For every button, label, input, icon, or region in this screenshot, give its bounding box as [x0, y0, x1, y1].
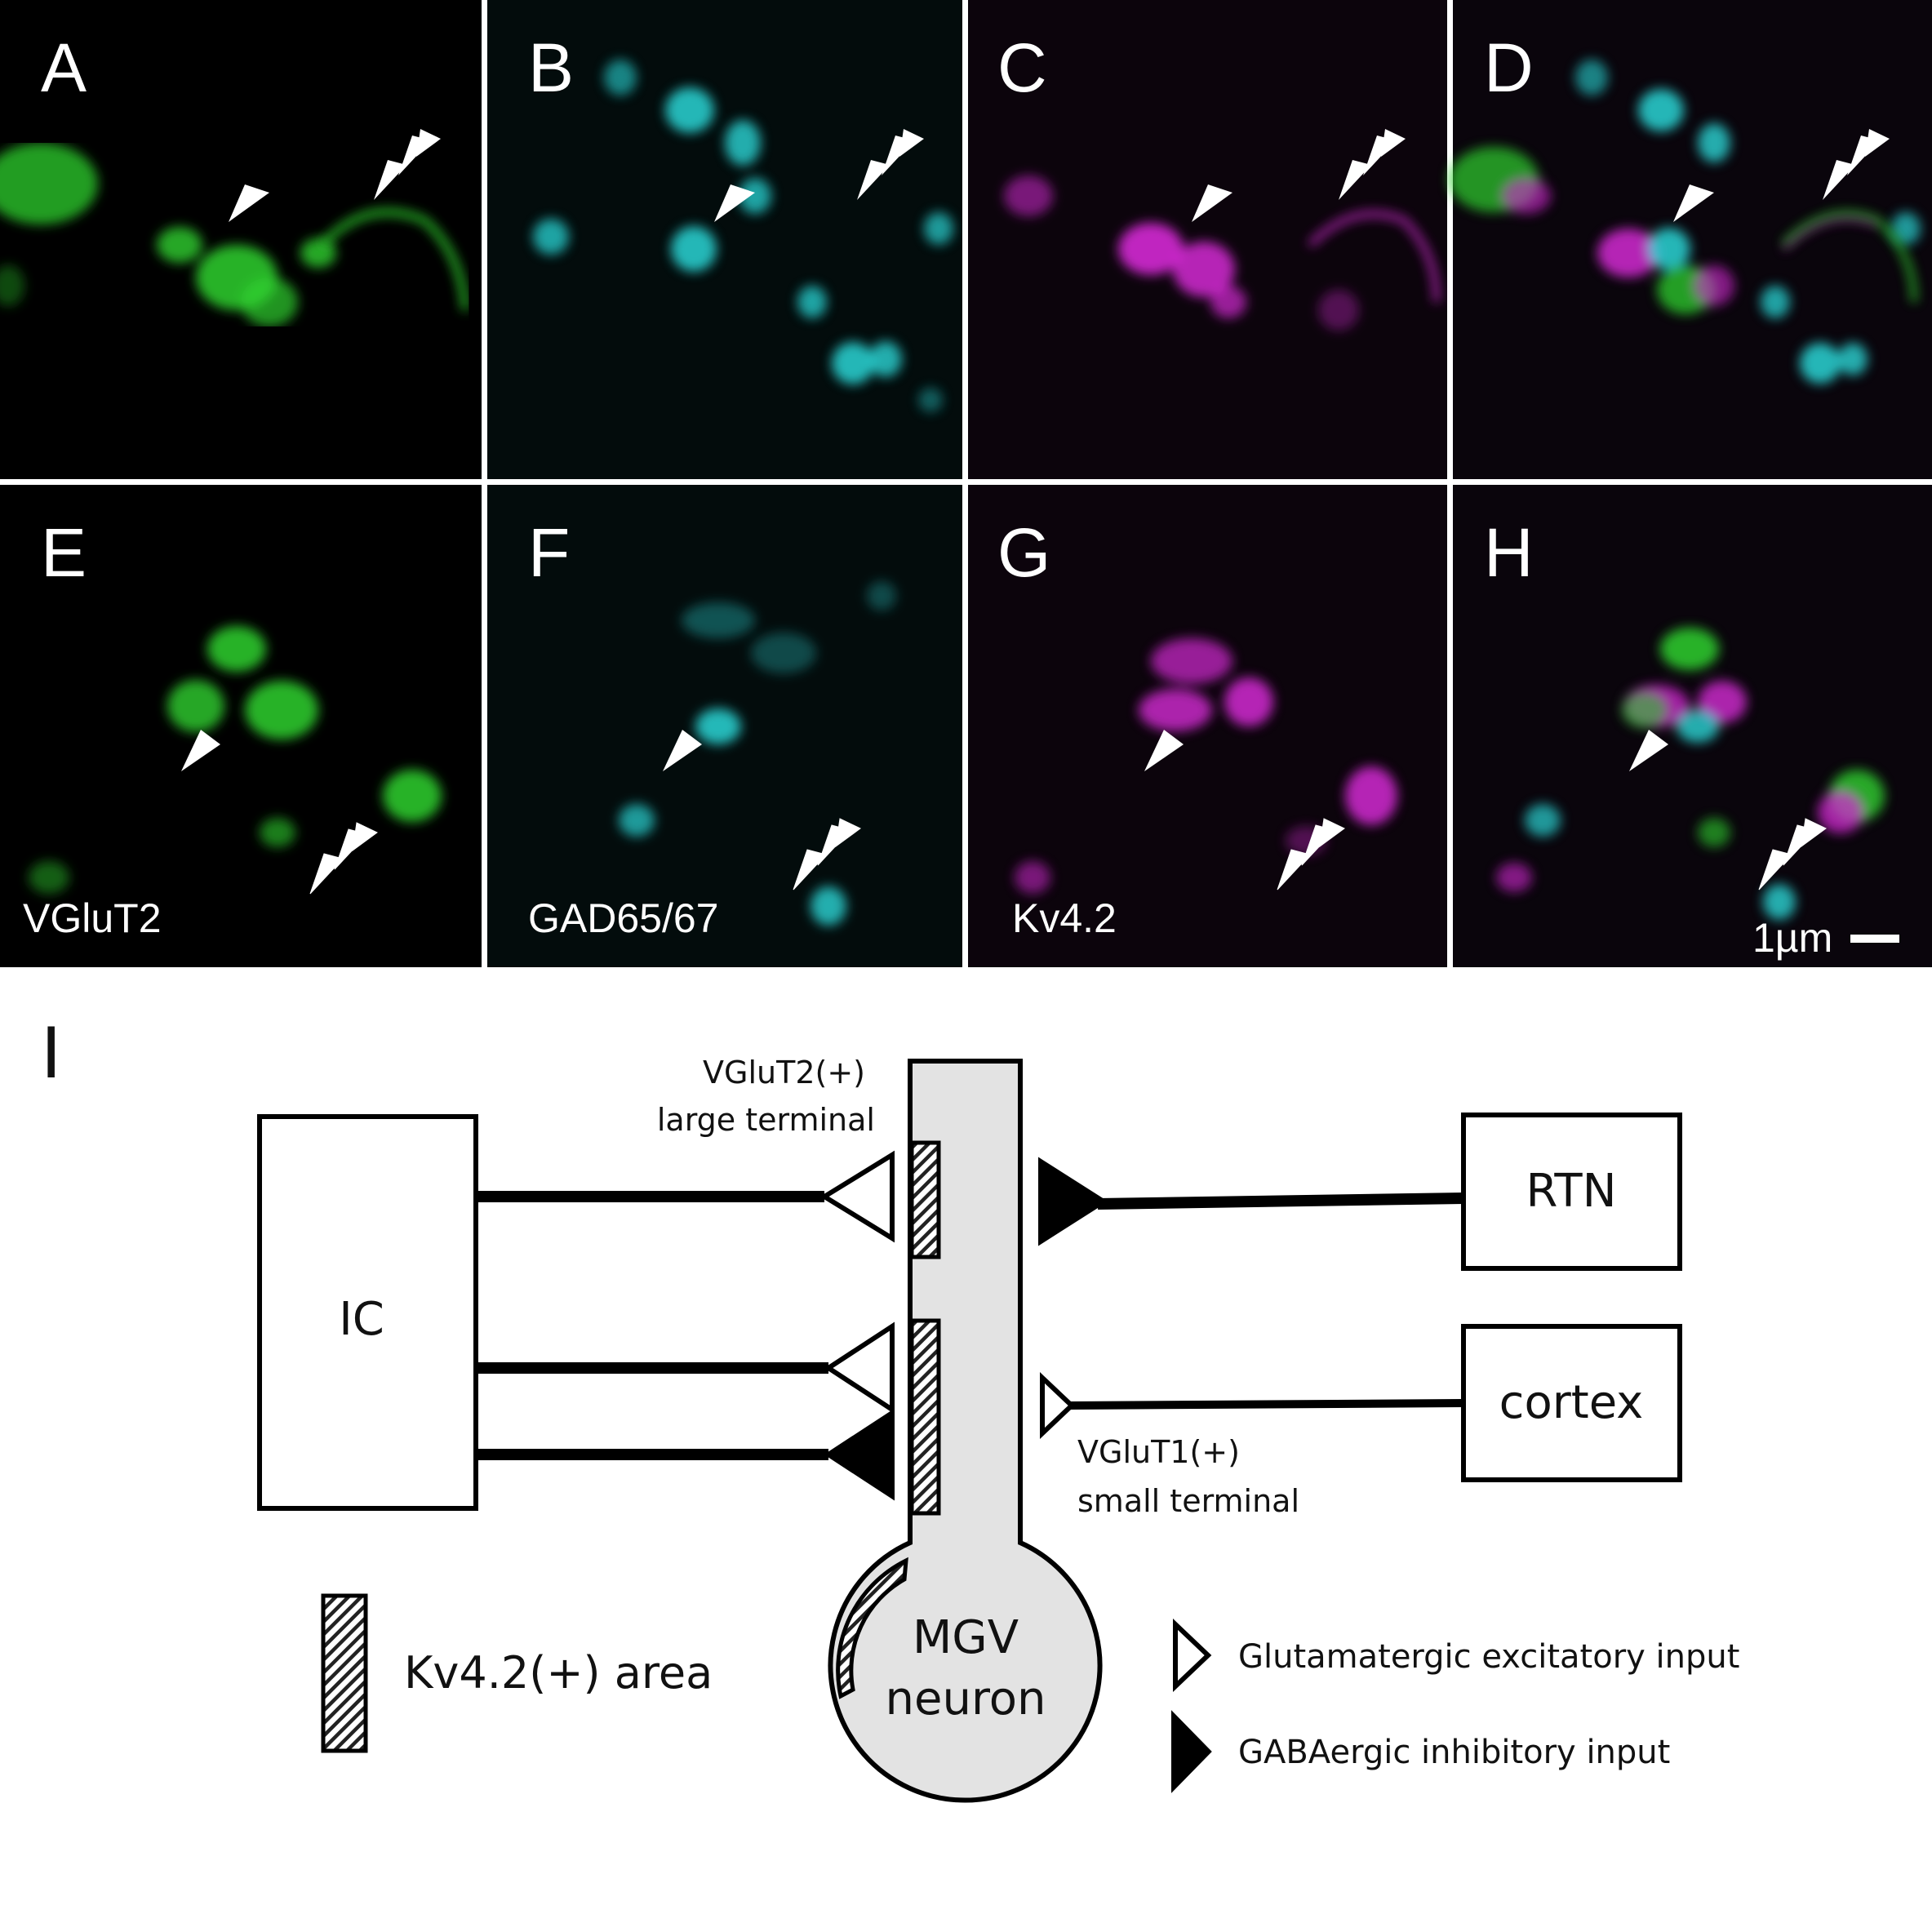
- double-arrow-f: [793, 818, 861, 890]
- panel-f: [487, 485, 962, 967]
- panel-b: [487, 0, 962, 479]
- panel-letter-e: E: [41, 514, 87, 591]
- ic-box: [257, 1114, 478, 1511]
- mgv-neuron-body: [828, 1059, 1103, 1803]
- ic-excitatory-terminal-2: [824, 1321, 895, 1415]
- vglut1-label-line2: small terminal: [1077, 1483, 1299, 1519]
- ic-label: IC: [339, 1293, 384, 1346]
- schematic-diagram: I IC RTN cortex MGV neuron VGluT2(+) lar…: [41, 1013, 1739, 1803]
- neuron-label-line1: MGV: [913, 1611, 1019, 1664]
- legend-inhibitory-label: GABAergic inhibitory input: [1238, 1734, 1670, 1771]
- panel-letter-g: G: [997, 514, 1050, 591]
- double-arrow-h: [1758, 818, 1827, 890]
- scale-bar: [1850, 935, 1899, 943]
- kv42-area-soma: [836, 1557, 908, 1699]
- rtn-inhibitory-terminal: [1038, 1157, 1108, 1246]
- rtn-box: [1461, 1113, 1682, 1271]
- panel-h: [1453, 485, 1932, 967]
- panel-c: [968, 0, 1447, 479]
- ic-excitatory-terminal-1: [819, 1150, 895, 1243]
- arrowhead-g: [1144, 730, 1184, 771]
- arrowhead-h: [1629, 730, 1668, 771]
- arrowhead-a: [229, 184, 269, 222]
- channel-label-gad: GAD65/67: [528, 895, 718, 941]
- panel-letter-h: H: [1484, 514, 1534, 591]
- neuron-label-line2: neuron: [886, 1672, 1046, 1725]
- panel-letter-a: A: [41, 29, 87, 106]
- cortex-box: [1461, 1324, 1682, 1482]
- rtn-label: RTN: [1526, 1165, 1617, 1218]
- legend-kv42-swatch: [321, 1593, 368, 1753]
- vglut1-label-line1: VGluT1(+): [1077, 1434, 1240, 1470]
- legend-kv42-label: Kv4.2(+) area: [404, 1647, 713, 1699]
- cortex-excitatory-terminal: [1040, 1372, 1076, 1439]
- double-arrow-e: [309, 822, 378, 895]
- double-arrow-g: [1277, 818, 1345, 890]
- panel-g: [968, 485, 1447, 967]
- panel-letter-b: B: [528, 29, 574, 106]
- panel-letter-i: I: [41, 1013, 61, 1095]
- arrowhead-e: [181, 730, 220, 771]
- legend-inhibitory-icon: [1171, 1710, 1212, 1793]
- panel-letter-f: F: [528, 514, 570, 591]
- panel-d: [1449, 0, 1932, 479]
- vglut2-label-line2: large terminal: [657, 1102, 875, 1138]
- panel-a: [0, 0, 482, 479]
- channel-label-vglut2: VGluT2: [23, 895, 162, 941]
- kv42-area-lower: [909, 1318, 941, 1516]
- double-arrow-a: [374, 129, 441, 200]
- panel-e: [0, 485, 482, 967]
- legend-excitatory-icon: [1173, 1619, 1212, 1692]
- panel-letter-c: C: [997, 29, 1047, 106]
- double-arrowheads: [309, 129, 1890, 895]
- cortex-axon: [1068, 1399, 1464, 1410]
- double-arrow-c: [1339, 129, 1406, 200]
- legend-excitatory-label: Glutamatergic excitatory input: [1238, 1638, 1739, 1676]
- arrowheads: [181, 184, 1714, 771]
- panel-a-signal: [0, 143, 465, 326]
- cortex-label: cortex: [1499, 1376, 1644, 1429]
- channel-label-kv42: Kv4.2: [1012, 895, 1117, 941]
- panel-letter-d: D: [1484, 29, 1534, 106]
- double-arrow-b: [857, 129, 924, 200]
- double-arrow-d: [1823, 129, 1890, 200]
- vglut2-label-line1: VGluT2(+): [703, 1055, 865, 1090]
- rtn-axon: [1097, 1193, 1464, 1210]
- ic-inhibitory-terminal: [824, 1408, 895, 1501]
- scale-bar-label: 1µm: [1752, 915, 1832, 961]
- arrowhead-f: [663, 730, 702, 771]
- arrowhead-c: [1192, 184, 1232, 222]
- microscopy-grid: A B C D E F G H VGluT2 GAD65/67 Kv4.2 1µ…: [0, 0, 1932, 967]
- arrowhead-d: [1673, 184, 1714, 222]
- kv42-area-upper: [909, 1140, 941, 1259]
- arrowhead-b: [714, 184, 755, 222]
